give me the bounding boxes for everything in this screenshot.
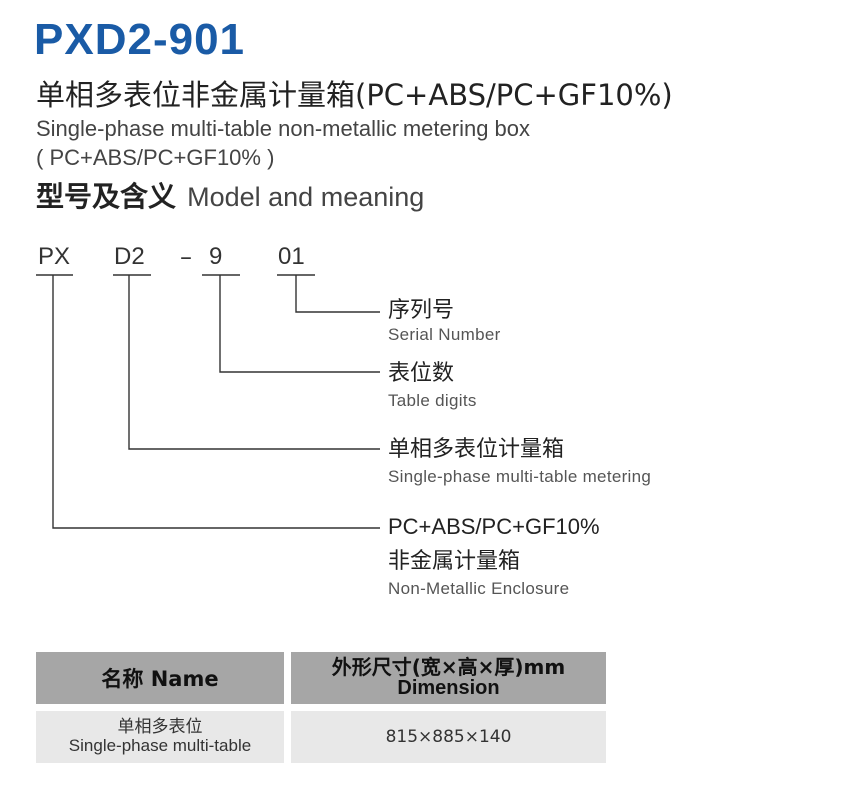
legend-enclosure-cn: 非金属计量箱 (388, 549, 521, 574)
legend-digits-cn: 表位数 (388, 361, 455, 386)
legend-digits-en: Table digits (388, 391, 477, 410)
section-title-en: Model and meaning (187, 182, 425, 212)
header-name-label: 名称 Name (101, 667, 219, 691)
code-segment-px: PX (38, 243, 71, 270)
code-dash: – (180, 243, 192, 271)
connector-single-phase (128, 275, 380, 450)
cell-name-cn: 单相多表位 (117, 717, 203, 738)
cell-dimension-value: 815×885×140 (385, 727, 512, 747)
model-title: PXD2-901 (34, 15, 246, 64)
code-segment-d2: D2 (114, 243, 145, 270)
table-header-dimension: 外形尺寸(宽×高×厚)mm Dimension (291, 652, 606, 704)
product-title-cn: 单相多表位非金属计量箱(PC+ABS/PC+GF10%) (36, 78, 673, 112)
header-dimension-cn: 外形尺寸(宽×高×厚)mm (331, 655, 566, 679)
product-material-en: ( PC+ABS/PC+GF10% ) (36, 145, 275, 170)
connector-digits (219, 275, 380, 373)
table-header-name: 名称 Name (36, 652, 284, 704)
section-heading: 型号及含义 Model and meaning (36, 180, 424, 214)
table-cell-name: 单相多表位 Single-phase multi-table (36, 711, 284, 763)
legend-material: PC+ABS/PC+GF10% (388, 514, 600, 539)
section-title-cn: 型号及含义 (36, 180, 177, 213)
code-segment-9: 9 (209, 243, 223, 270)
cell-name-en: Single-phase multi-table (68, 736, 252, 755)
code-segment-01: 01 (278, 243, 305, 270)
legend-serial-en: Serial Number (388, 325, 501, 344)
product-title-en: Single-phase multi-table non-metallic me… (36, 116, 531, 141)
connector-material (52, 275, 380, 529)
legend-enclosure-en: Non-Metallic Enclosure (388, 579, 570, 598)
legend-serial-cn: 序列号 (388, 298, 455, 323)
header-dimension-en: Dimension (397, 677, 500, 699)
legend-single-phase-cn: 单相多表位计量箱 (388, 437, 565, 462)
connector-serial (295, 275, 380, 313)
legend-single-phase-en: Single-phase multi-table metering (388, 467, 652, 486)
table-cell-dimension: 815×885×140 (291, 711, 606, 763)
